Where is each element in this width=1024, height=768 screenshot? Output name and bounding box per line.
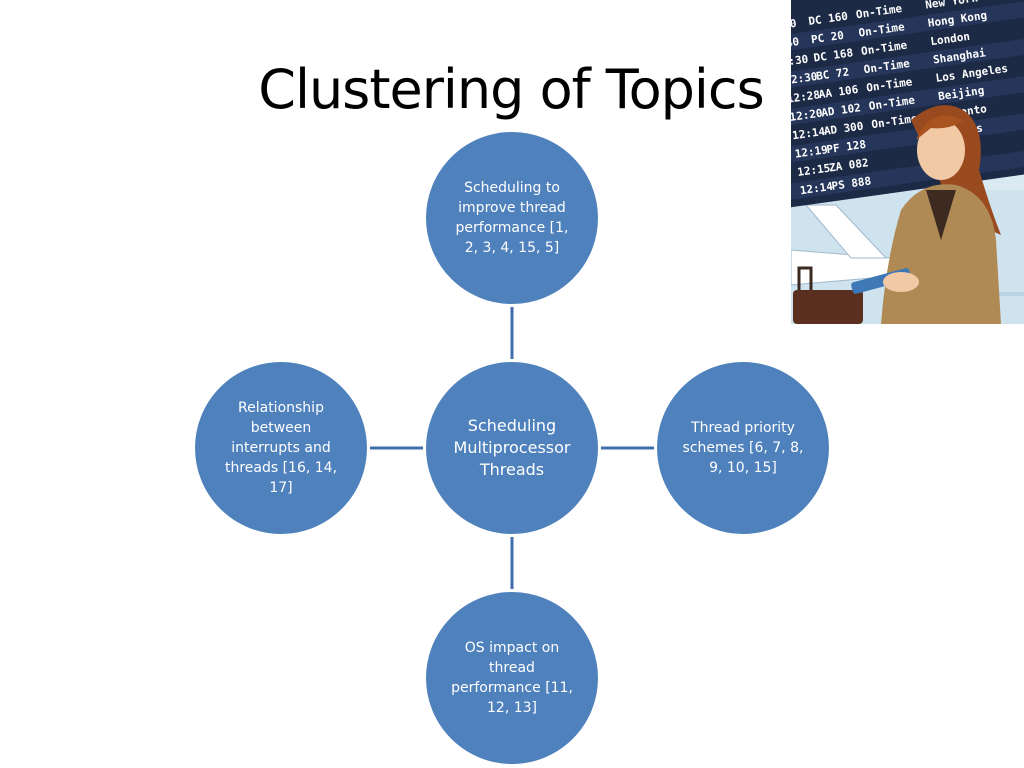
board-flight: BC 72: [815, 65, 850, 82]
node-top-label: Scheduling to improve thread performance…: [455, 180, 569, 256]
node-right-label: Thread priority schemes [6, 7, 8, 9, 10,…: [682, 420, 804, 476]
board-row: [791, 16, 1024, 74]
board-status: On-Time: [863, 57, 911, 76]
board-time: 2:30: [791, 53, 809, 70]
board-status: On-Time: [858, 20, 906, 39]
node-center-label: Scheduling Multiprocessor Threads: [453, 416, 571, 479]
board-flight: PC 20: [810, 29, 845, 46]
node-right: Thread priority schemes [6, 7, 8, 9, 10,…: [655, 360, 831, 536]
board-status: On-Time: [855, 2, 903, 21]
board-time: 12:15: [797, 162, 832, 179]
node-left-label: Relationship between interrupts and thre…: [224, 400, 338, 496]
node-left: Relationship between interrupts and thre…: [193, 360, 369, 536]
board-row: [791, 52, 1024, 111]
board-flight: AA 106: [818, 83, 860, 101]
board-status: On-Time: [865, 75, 913, 94]
board-row: [791, 0, 1024, 38]
board-flight: PS 888: [831, 174, 872, 192]
board-flight: AD 102: [820, 101, 861, 119]
board-flight: DC 160: [808, 10, 849, 28]
board-time: 12:19: [794, 143, 829, 160]
board-flight: DC 168: [813, 46, 854, 64]
board-row: [791, 144, 1024, 202]
board-time: :40: [791, 35, 800, 51]
board-flight: ZA 082: [828, 156, 869, 174]
node-bottom-label: OS impact on thread performance [11, 12,…: [451, 640, 573, 716]
node-bottom: OS impact on thread performance [11, 12,…: [424, 590, 600, 766]
board-city: London: [930, 30, 971, 48]
board-row: [791, 71, 1024, 129]
slide-title: Clustering of Topics: [258, 58, 765, 121]
board-time: 12:14: [799, 180, 834, 198]
board-status: On-Time: [868, 94, 916, 113]
board-city: New York: [924, 0, 979, 12]
board-time: 12:20: [791, 107, 823, 124]
board-time: 12:28: [791, 88, 821, 105]
board-time: 12:30: [791, 70, 818, 87]
board-city: Beijing: [937, 84, 985, 103]
board-flight: PF 128: [826, 138, 867, 156]
board-status: On-Time: [860, 39, 908, 58]
board-time: :40: [791, 17, 797, 33]
node-top: Scheduling to improve thread performance…: [424, 130, 600, 306]
board-flight: AD 300: [823, 119, 864, 137]
board-row: [791, 0, 1024, 56]
board-time: 12:14: [791, 125, 826, 143]
node-center: Scheduling Multiprocessor Threads: [424, 360, 600, 536]
board-row: [791, 34, 1024, 92]
board-status: On-Time: [871, 112, 919, 131]
board-row: [791, 107, 1024, 166]
